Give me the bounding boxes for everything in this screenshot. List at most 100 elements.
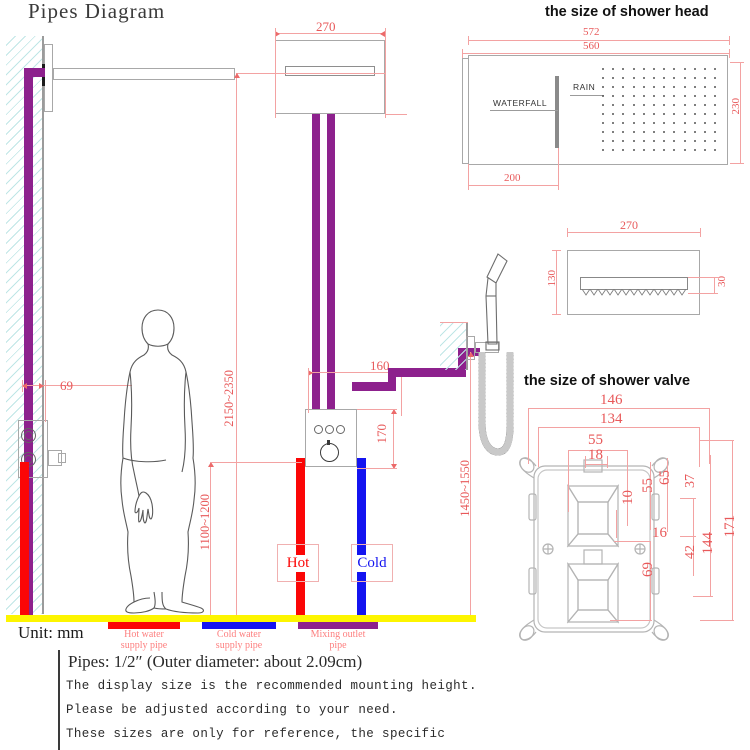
dim-560-ext-left (462, 49, 463, 58)
legend-hot: Hot water supply pipe (104, 622, 184, 651)
shower-arm (53, 68, 235, 80)
dim-144-label: 144 (700, 532, 716, 555)
legend-hot-line2: supply pipe (120, 640, 168, 651)
dim-270-main-line (275, 33, 385, 34)
rain-nozzle (683, 149, 686, 151)
rain-nozzle (704, 122, 706, 124)
rain-nozzle (683, 140, 686, 142)
rain-nozzle (714, 104, 717, 106)
legend-cold: Cold water supply pipe (196, 622, 282, 651)
unit-label: Unit: mm (18, 623, 84, 642)
rain-nozzle (704, 149, 706, 151)
dim-69v-line (650, 541, 651, 621)
rain-nozzle (683, 131, 686, 133)
overhead-waterfall-slot (285, 66, 375, 76)
rain-nozzle (673, 104, 676, 106)
dim-270-main-arrow-right (380, 30, 385, 37)
rain-nozzle (632, 131, 635, 133)
rain-nozzle (683, 95, 686, 97)
rain-nozzle (693, 131, 696, 133)
dim-146-ext-right (709, 408, 710, 464)
leader-arm-arrow-up (233, 73, 240, 78)
mixer-button-2[interactable] (325, 425, 334, 434)
dim-55top-ext-left (568, 450, 569, 512)
rain-nozzle (704, 77, 706, 79)
shower-valve-heading: the size of shower valve (524, 373, 691, 389)
dim-18-ext-left (585, 456, 586, 468)
legend-hot-swatch (108, 622, 180, 629)
dim-42-line (693, 536, 694, 576)
rain-nozzle (602, 86, 604, 88)
dim-134-label: 134 (600, 411, 623, 427)
rain-nozzle (673, 131, 676, 133)
dim-171-line (732, 440, 733, 620)
dim-230-label: 230 (730, 98, 742, 115)
dim-270-side-ext-right (700, 228, 701, 237)
legend-mixing-line2: pipe (329, 640, 347, 651)
rain-nozzle (693, 113, 696, 115)
dim-69-arrow-left (22, 382, 27, 389)
rain-nozzle (612, 131, 615, 133)
rain-nozzle (683, 77, 686, 79)
rain-nozzle (632, 149, 635, 151)
wall-valve-body (18, 420, 48, 478)
rain-nozzle (642, 68, 645, 70)
mixer-button-1[interactable] (314, 425, 323, 434)
rain-nozzle (612, 95, 615, 97)
leader-head-bottom (385, 114, 407, 115)
dim-55mid-line (650, 462, 651, 530)
rain-zone-label: RAIN (572, 82, 597, 92)
dim-160-label: 160 (370, 358, 390, 373)
wall-line-left (42, 36, 44, 614)
dim-37-line (693, 498, 694, 536)
wall-flange-top (44, 44, 53, 112)
wall-valve-port-upper (21, 428, 36, 443)
dim-170-label: 170 (374, 424, 389, 444)
dim-560-label: 560 (583, 40, 600, 52)
dim-65-label: 65 (657, 470, 673, 485)
dim-10-label: 10 (620, 490, 636, 505)
rain-nozzle (704, 86, 706, 88)
rain-nozzle (632, 122, 635, 124)
rain-nozzle (602, 77, 604, 79)
dim-69-ext-left (22, 380, 23, 392)
rain-nozzle (673, 149, 676, 151)
rain-nozzle (673, 122, 676, 124)
dim-160-line (308, 372, 400, 373)
dim-134-line (538, 427, 700, 428)
rain-nozzle (632, 104, 635, 106)
dim-170-arrow-down (390, 464, 397, 469)
dim-134-ext-right (699, 427, 700, 467)
rain-nozzle (622, 113, 625, 115)
dim-1450-line (470, 352, 471, 620)
rain-nozzle (714, 68, 717, 70)
dim-230-ext-bottom (730, 163, 744, 164)
rain-nozzle (622, 77, 625, 79)
rain-nozzle (642, 104, 645, 106)
rain-nozzle (663, 77, 666, 79)
dim-1100-arrow-up (207, 462, 214, 467)
legend-cold-line2: supply pipe (215, 640, 263, 651)
cold-pipe-riser (357, 458, 366, 620)
hot-label: Hot (284, 554, 312, 572)
rain-nozzle (632, 68, 635, 70)
dim-144-line (710, 455, 711, 597)
dim-16-line (614, 541, 650, 542)
mixer-handle-knob[interactable] (320, 443, 339, 462)
mixer-button-3[interactable] (336, 425, 345, 434)
rain-nozzle (642, 113, 645, 115)
rain-nozzle (612, 104, 615, 106)
rain-nozzle (612, 86, 615, 88)
note-pipes: Pipes: 1/2″ (Outer diameter: about 2.09c… (68, 652, 363, 671)
shower-hose (478, 352, 514, 456)
dim-1450-label: 1450~1550 (458, 460, 472, 517)
waterfall-leader (490, 110, 558, 111)
rain-nozzle (673, 140, 676, 142)
rain-nozzle (612, 77, 615, 79)
cold-label-box: Cold (351, 544, 393, 582)
rain-nozzle-grid (602, 68, 720, 155)
dim-171-ext-top (700, 440, 734, 441)
mixing-outlet-horizontal-low (352, 382, 396, 391)
legend-mixing: Mixing outlet pipe (292, 622, 384, 651)
rain-nozzle (653, 149, 655, 151)
